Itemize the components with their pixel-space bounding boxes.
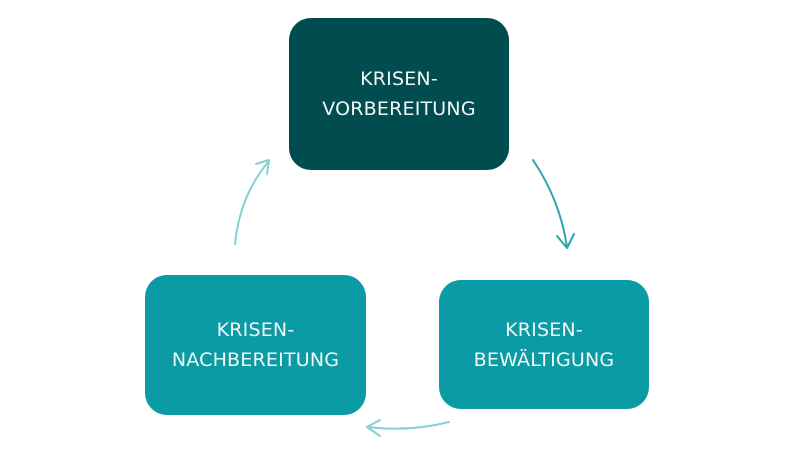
node-label-line2: NACHBEREITUNG	[171, 349, 340, 371]
node-label-line2: BEWÄLTIGUNG	[473, 348, 615, 371]
arrow-followup-to-prep	[234, 160, 270, 245]
arrowhead-followup-to-prep	[255, 159, 270, 175]
arrowhead-prep-to-handling	[556, 233, 575, 249]
node-crisis-followup: KRISEN- NACHBEREITUNG	[145, 275, 366, 415]
arrow-handling-to-followup	[367, 421, 450, 430]
arrow-prep-to-handling	[532, 159, 568, 248]
arrowhead-handling-to-followup	[366, 419, 381, 437]
node-label-line1: KRISEN-	[505, 318, 583, 341]
node-label-line1: KRISEN-	[216, 319, 295, 341]
node-label-line1: KRISEN-	[360, 68, 438, 90]
node-crisis-preparation: KRISEN- VORBEREITUNG	[289, 18, 509, 170]
node-crisis-handling: KRISEN- BEWÄLTIGUNG	[439, 280, 649, 409]
node-label-line2: VORBEREITUNG	[322, 98, 476, 120]
